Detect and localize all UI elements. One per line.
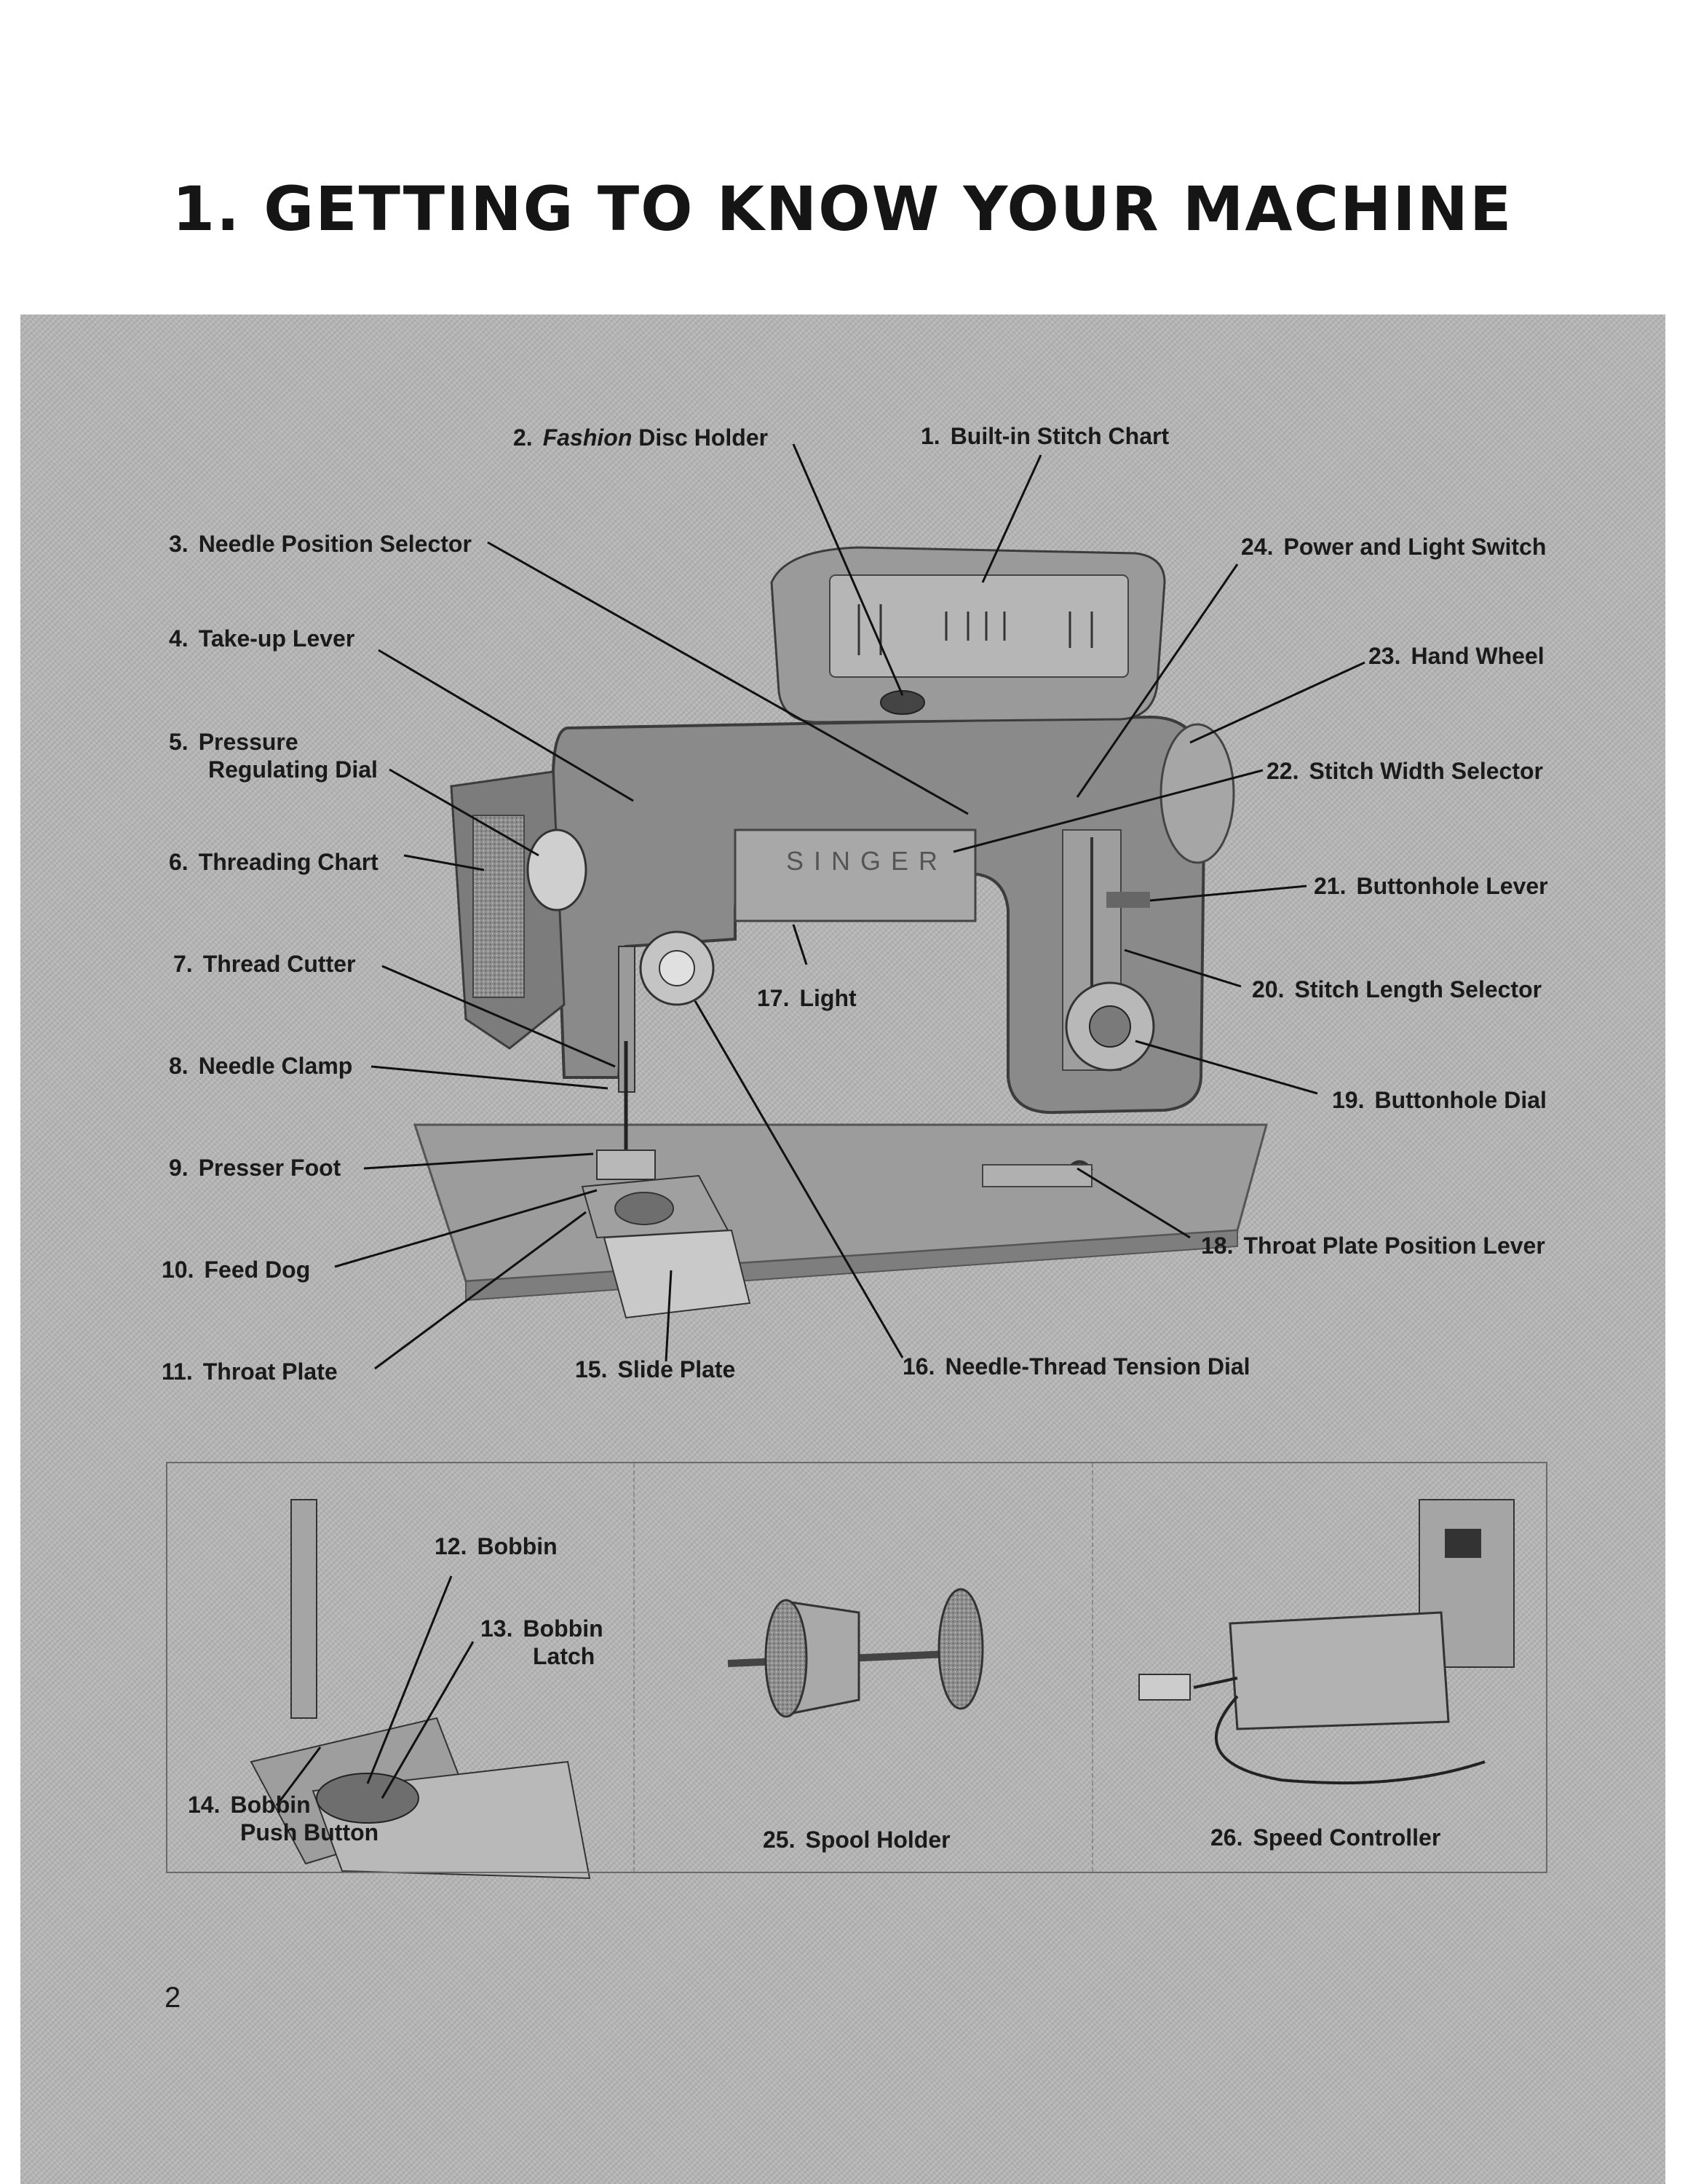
label-light: 17.Light [757, 985, 857, 1011]
label-needle-position-selector: 3.Needle Position Selector [169, 531, 472, 557]
machine-body [450, 715, 1235, 1319]
label-spool-holder: 25.Spool Holder [763, 1827, 951, 1853]
label-built-in-stitch-chart: 1.Built-in Stitch Chart [921, 423, 1170, 449]
inset-speed-controller [1138, 1499, 1515, 1785]
slide-plate [603, 1229, 751, 1319]
page-number: 2 [164, 1982, 181, 2014]
stitch-chart-panel [829, 574, 1129, 678]
label-thread-cutter: 7.Thread Cutter [173, 951, 356, 977]
label-needle-thread-tension-dial: 16.Needle-Thread Tension Dial [903, 1353, 1250, 1380]
label-bobbin: 12.Bobbin [435, 1533, 558, 1559]
label-slide-plate: 15.Slide Plate [575, 1356, 736, 1382]
buttonhole-lever [1106, 892, 1150, 908]
inset-divider [1092, 1463, 1093, 1872]
label-threading-chart: 6.Threading Chart [169, 849, 378, 875]
pressure-dial [526, 828, 587, 911]
label-buttonhole-lever: 21.Buttonhole Lever [1314, 873, 1548, 899]
brand-panel [734, 828, 977, 922]
label-buttonhole-dial: 19.Buttonhole Dial [1332, 1087, 1547, 1113]
label-presser-foot: 9.Presser Foot [169, 1155, 341, 1181]
page-title: 1. GETTING TO KNOW YOUR MACHINE [172, 173, 1513, 245]
label-power-and-light-switch: 24.Power and Light Switch [1241, 534, 1547, 560]
label-fashion-disc-holder: 2.Fashion Disc Holder [513, 424, 769, 451]
inset-divider [633, 1463, 635, 1872]
label-speed-controller: 26.Speed Controller [1210, 1824, 1441, 1851]
inset-box [166, 1462, 1547, 1873]
label-feed-dog: 10.Feed Dog [162, 1257, 311, 1283]
inset-spool-holder [727, 1588, 984, 1718]
brand-text: SINGER [786, 846, 948, 876]
inset-bobbin-sketch [250, 1499, 591, 1880]
label-take-up-lever: 4.Take-up Lever [169, 625, 355, 652]
label-stitch-length-selector: 20.Stitch Length Selector [1252, 976, 1542, 1002]
label-throat-plate: 11.Throat Plate [162, 1358, 338, 1385]
leader-lines [334, 443, 1365, 1370]
label-stitch-width-selector: 22.Stitch Width Selector [1266, 758, 1543, 784]
top-cover [770, 546, 1166, 724]
label-hand-wheel: 23.Hand Wheel [1368, 643, 1545, 669]
front-controls: SINGER [526, 828, 1155, 1187]
presser-foot [596, 1150, 656, 1180]
label-needle-clamp: 8.Needle Clamp [169, 1053, 353, 1079]
machine-base [413, 1123, 1268, 1302]
label-throat-plate-position-lever: 18.Throat Plate Position Lever [1201, 1233, 1545, 1259]
threading-chart-panel [472, 815, 525, 998]
